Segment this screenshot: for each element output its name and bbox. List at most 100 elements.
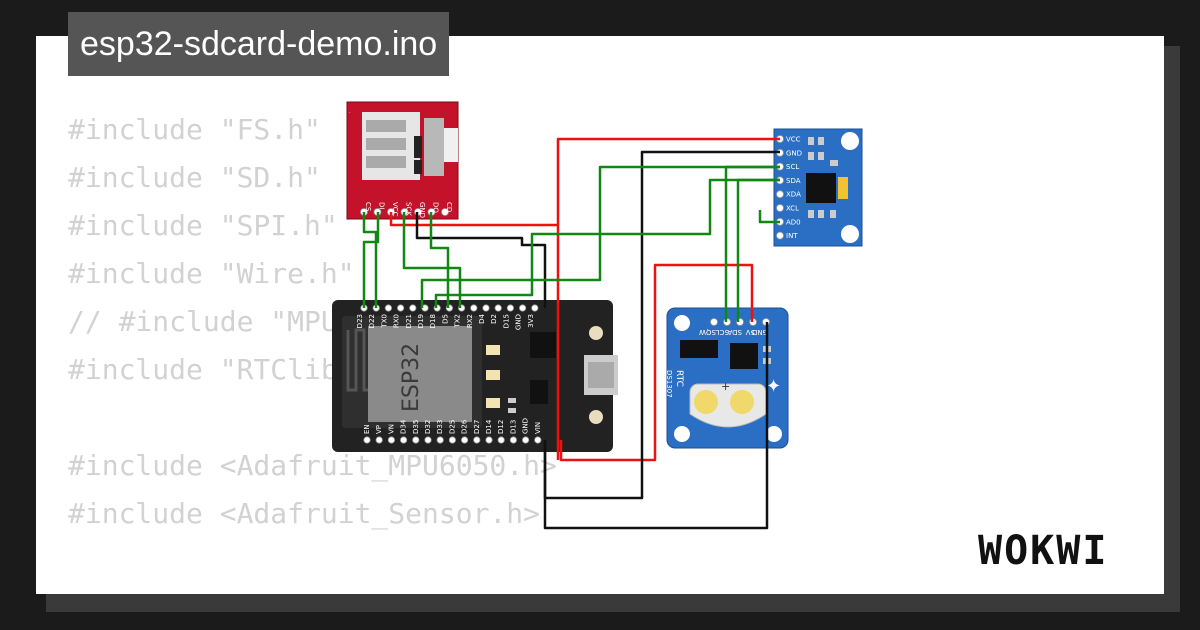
wire-black-sd-gnd[interactable]: [415, 212, 547, 308]
pin-label-rx2: RX2: [466, 314, 474, 328]
pin-label-d32: D32: [424, 420, 432, 434]
wire-green-sd-cs[interactable]: [362, 212, 378, 308]
wire-black-mpu-gnd[interactable]: [543, 150, 780, 500]
pin-label-vcc: VCC: [391, 202, 399, 217]
wire-green-scl[interactable]: [420, 165, 780, 308]
svg-text:·: ·: [349, 110, 351, 116]
wire-green-rtc-scl[interactable]: [724, 165, 780, 322]
pin-d2[interactable]: [494, 304, 502, 312]
pin-d21[interactable]: [409, 304, 417, 312]
wire-red-sd-vcc[interactable]: [389, 212, 560, 460]
rtc-chip-label: DS1307: [665, 370, 673, 398]
code-line: #include <Adafruit_MPU6050.h>: [68, 449, 557, 482]
rtc-module[interactable]: + RTC DS1307 ✦: [665, 307, 789, 449]
pin-sqw[interactable]: [710, 318, 718, 326]
pin-label-5v: 5V: [746, 328, 755, 336]
pin-d13[interactable]: [509, 436, 518, 444]
pin-label-gnd: GND: [418, 202, 426, 218]
pin-label-scl: SCL: [716, 328, 729, 336]
pin-label-sck: SCK: [405, 202, 413, 216]
pin-d35[interactable]: [412, 436, 420, 444]
pin-label-cd: CD: [445, 202, 453, 212]
pin-label-d13: D13: [509, 420, 517, 434]
pin-label-sda: SDA: [786, 177, 801, 185]
pin-d15[interactable]: [506, 304, 514, 312]
pin-label-int: INT: [786, 232, 798, 240]
pin-d27[interactable]: [473, 436, 481, 444]
pin-cd[interactable]: [441, 208, 449, 216]
pin-label-d2: D2: [490, 314, 498, 324]
wokwi-logo: WOKWI: [978, 528, 1109, 574]
pin-en[interactable]: [363, 436, 371, 444]
esp32-board[interactable]: ESP32: [332, 300, 618, 452]
pin-d14[interactable]: [485, 436, 493, 444]
pin-xda[interactable]: [776, 190, 784, 199]
wire-green-rtc-sda[interactable]: [736, 178, 780, 322]
code-line: #include "SPI.h": [68, 209, 338, 242]
pin-label-d33: D33: [436, 420, 444, 434]
code-line: #include "FS.h": [68, 113, 321, 146]
pin-vin[interactable]: [534, 436, 542, 444]
rtc-plus-label: +: [721, 380, 730, 393]
wire-green-sd-di[interactable]: [362, 212, 380, 308]
pin-label-ad0: AD0: [786, 218, 801, 226]
pin-label-d21: D21: [405, 314, 413, 328]
pin-label-3v3: 3V3: [527, 314, 535, 328]
rtc-label: RTC: [674, 370, 684, 387]
code-line: #include "Wire.h": [68, 257, 355, 290]
pin-d26[interactable]: [460, 436, 469, 444]
pin-rx2[interactable]: [470, 304, 478, 312]
pin-label-tx2: TX2: [454, 314, 462, 329]
pin-label-d22: D22: [368, 314, 376, 328]
pin-rx0[interactable]: [396, 304, 405, 312]
pin-d25[interactable]: [448, 436, 456, 444]
pin-label-d12: D12: [497, 420, 505, 434]
pin-label-d4: D4: [478, 313, 486, 323]
pin-3v3[interactable]: [531, 304, 539, 312]
pin-int[interactable]: [776, 231, 784, 240]
sd-card-module[interactable]: ·: [346, 101, 459, 220]
pin-d33[interactable]: [436, 436, 444, 444]
pin-d32[interactable]: [424, 436, 432, 444]
pin-label-sda: SDA: [727, 328, 742, 336]
pin-d12[interactable]: [497, 436, 505, 444]
code-line: // MPU6050 ... (0x68): [68, 586, 557, 594]
wire-green-sda[interactable]: [434, 178, 780, 308]
wire-green-sd-do[interactable]: [429, 212, 450, 308]
esp32-chip-label: ESP32: [399, 343, 424, 412]
wire-red-mpu-vcc[interactable]: [556, 137, 780, 225]
pin-label-d35: D35: [412, 420, 420, 434]
pin-label-gnd: GND: [786, 149, 802, 157]
mpu6050-module[interactable]: [773, 128, 863, 247]
pin-label-gnd: GND: [515, 314, 523, 330]
pin-label-vcc: VCC: [786, 136, 801, 144]
pin-label-d27: D27: [473, 420, 481, 434]
pin-label-tx0: TX0: [380, 314, 388, 329]
pin-d4[interactable]: [482, 304, 490, 312]
pin-label-gnd: GND: [752, 328, 768, 336]
pin-label-d5: D5: [441, 314, 449, 324]
pin-vn[interactable]: [387, 436, 395, 444]
pin-gnd[interactable]: [518, 304, 527, 312]
wire-green-sd-sck[interactable]: [402, 212, 462, 308]
pin-tx0[interactable]: [384, 304, 392, 312]
pin-label-d34: D34: [400, 419, 408, 434]
pin-label-d15: D15: [502, 314, 510, 328]
pin-label-vin: VIN: [534, 422, 542, 434]
pin-label-d25: D25: [448, 420, 456, 434]
pin-xcl[interactable]: [776, 204, 784, 212]
pin-label-en: EN: [363, 424, 371, 434]
pin-label-sqw: SQW: [699, 328, 716, 336]
pin-gnd[interactable]: [521, 436, 530, 444]
wire-red-esp-vin[interactable]: [559, 263, 754, 462]
pin-label-di: DI: [378, 202, 386, 209]
code-line: #include "SD.h": [68, 161, 321, 194]
pin-vp[interactable]: [375, 436, 383, 444]
pin-label-d26: D26: [461, 419, 469, 434]
pin-label-vn: VN: [387, 424, 395, 434]
wire-green-mpu-ad0[interactable]: [758, 210, 780, 224]
pin-d34[interactable]: [399, 436, 408, 444]
